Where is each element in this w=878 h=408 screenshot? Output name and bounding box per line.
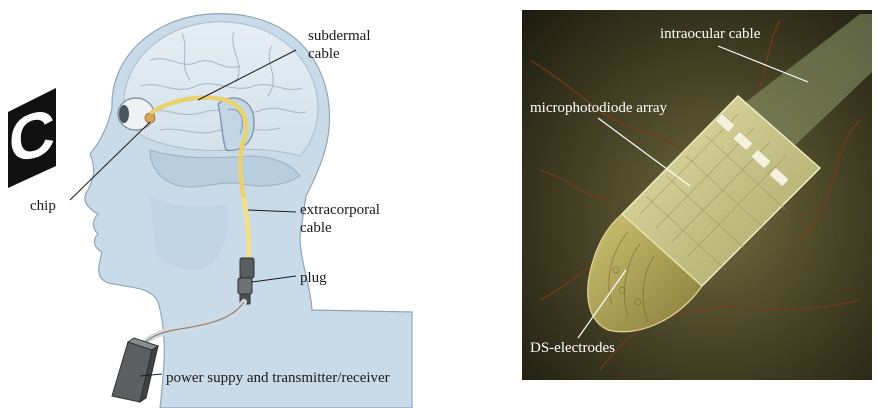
eye-test-card: C (8, 88, 56, 188)
label-microphotodiode-array: microphotodiode array (530, 100, 668, 116)
implant-photo-panel: intraocular cable microphotodiode array … (522, 10, 872, 380)
label-plug: plug (300, 270, 327, 286)
head-diagram-panel: C subdermal cable chip extracorporal cab… (8, 14, 412, 408)
label-ds-electrodes: DS-electrodes (530, 340, 615, 356)
label-power-supply: power suppy and transmitter/receiver (166, 370, 390, 386)
test-letter: C (9, 94, 55, 177)
jaw-shading (150, 196, 228, 269)
label-extracorporal-line2: cable (300, 220, 332, 236)
implant-chip (145, 113, 155, 123)
label-extracorporal-line1: extracorporal (300, 202, 380, 218)
label-subdermal-line1: subdermal (308, 28, 370, 44)
power-supply-box (112, 338, 158, 402)
eyeball (118, 98, 155, 130)
label-chip: chip (30, 198, 56, 214)
label-intraocular-cable: intraocular cable (660, 26, 761, 42)
label-subdermal-line2: cable (308, 46, 340, 62)
